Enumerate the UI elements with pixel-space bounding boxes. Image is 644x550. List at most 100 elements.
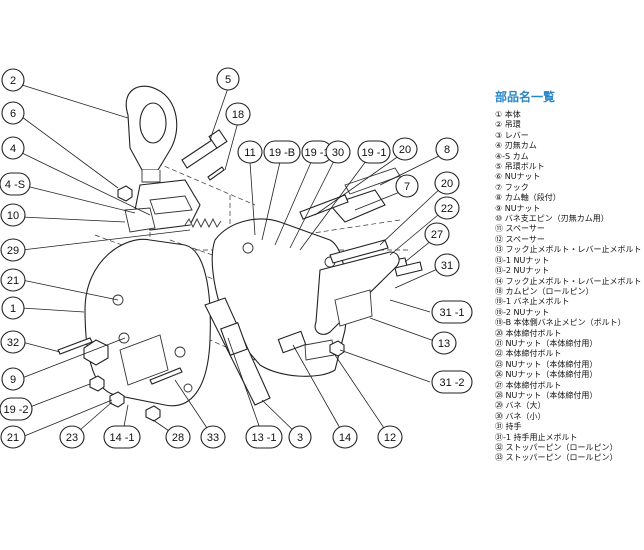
callout-3: 3	[288, 425, 312, 449]
callout-7: 7	[395, 174, 419, 198]
callout-6-label: 6	[10, 108, 16, 120]
callout-14-1-label: 14 -1	[109, 432, 134, 444]
callout-10: 10	[0, 203, 26, 227]
callout-8-label: 8	[444, 144, 450, 156]
parts-list-item: ㉚ バネ（小）	[495, 411, 546, 421]
callout-28-label: 28	[172, 432, 184, 444]
callout-21b-label: 21	[7, 432, 19, 444]
callout-23: 23	[59, 425, 85, 449]
parts-list-item: ⑭ フック止メボルト・レバー止メボルト	[495, 276, 642, 286]
parts-list-item: ⑧ カム軸（段付）	[495, 193, 561, 203]
callout-33-label: 33	[207, 432, 219, 444]
callout-13: 13	[431, 331, 457, 355]
callout-30: 30	[325, 140, 351, 164]
parts-list-item: ㉙ バネ（大）	[495, 401, 546, 411]
callout-4-label: 4	[10, 143, 16, 155]
parts-list-item: ③ レバー	[495, 130, 529, 140]
callout-31-1-label: 31 -1	[439, 307, 464, 319]
parts-list-item: ⑳ 本体締付ボルト	[495, 328, 562, 338]
callout-5: 5	[216, 67, 240, 91]
parts-list-item: ㉜ ストッパーピン（ロールピン）	[495, 443, 618, 452]
parts-list-item: ⑪ スペーサー	[495, 224, 545, 234]
parts-list-item: ㉛ 持手	[495, 422, 522, 432]
callout-23-label: 23	[66, 432, 78, 444]
parts-list-item: ⑫ スペーサー	[495, 234, 545, 244]
callout-12: 12	[377, 425, 403, 449]
callout-9: 9	[1, 367, 25, 391]
callout-27-label: 27	[431, 229, 443, 241]
parts-list-item: ㉓ NUナット（本体締付用）	[495, 359, 598, 369]
parts-list-item: ② 吊環	[495, 120, 521, 130]
callout-21a-label: 21	[7, 275, 19, 287]
callout-31-2: 31 -2	[431, 370, 473, 394]
callout-19-1a-label: 19 -1	[304, 147, 329, 159]
callout-31-2-label: 31 -2	[439, 377, 464, 389]
callout-20a: 20	[392, 137, 418, 161]
callouts: 2 5 6 18 11 19 -B 19 -1 30 19 -1 20 8 4 …	[0, 67, 473, 449]
callout-31-label: 31	[441, 260, 453, 272]
callout-6: 6	[1, 101, 25, 125]
part-nuts	[83, 185, 345, 422]
parts-list-item: ㉖ NUナット（本体締付用）	[495, 370, 598, 380]
callout-32-label: 32	[7, 337, 19, 349]
callout-22-label: 22	[441, 203, 453, 215]
callout-29-label: 29	[7, 245, 19, 257]
callout-14-1: 14 -1	[103, 425, 141, 449]
callout-13-1: 13 -1	[245, 425, 283, 449]
callout-19-1b: 19 -1	[357, 140, 391, 164]
parts-list-title: 部品名一覧	[495, 90, 556, 104]
callout-13-label: 13	[438, 338, 450, 350]
callout-19-2-label: 19 -2	[3, 404, 28, 416]
parts-list-item: ㉗ 本体締付ボルト	[495, 380, 562, 390]
callout-4s-label: 4 -S	[5, 179, 25, 191]
part-stopper-pins	[57, 337, 183, 385]
callout-4s: 4 -S	[0, 172, 31, 196]
part-ring-bolt	[181, 129, 228, 169]
callout-20a-label: 20	[399, 144, 411, 156]
parts-list-item: ㉝ ストッパーピン（ロールピン）	[495, 453, 618, 463]
callout-22: 22	[434, 196, 460, 220]
callout-33: 33	[200, 425, 226, 449]
parts-list-item: ⑲-1 バネ止メボルト	[495, 297, 570, 307]
parts-list-item: ⑬-2 NUナット	[495, 266, 550, 276]
callout-32: 32	[0, 330, 26, 354]
parts-list-item: ⑨ NUナット	[495, 203, 541, 213]
parts-list-item: ④ 刃無カム	[495, 141, 537, 151]
callout-2-label: 2	[10, 75, 16, 87]
parts-list-item: ㉑ NUナット（本体締付用）	[495, 338, 598, 348]
callout-1: 1	[1, 296, 25, 320]
part-ring	[125, 85, 178, 183]
parts-list-item: ㉛-1 持手用止メボルト	[495, 432, 578, 442]
callout-10-label: 10	[7, 210, 19, 222]
parts-list-item: ④-S カム	[495, 151, 529, 161]
callout-31-1: 31 -1	[431, 300, 473, 324]
parts-list-item: ⑲-2 NUナット	[495, 307, 550, 317]
callout-19b-label: 19 -B	[269, 147, 295, 159]
callout-4: 4	[1, 136, 25, 160]
part-cam-pin	[207, 166, 225, 181]
callout-31: 31	[434, 253, 460, 277]
callout-19-1b-label: 19 -1	[361, 147, 386, 159]
parts-list-item: ㉒ 本体締付ボルト	[495, 349, 562, 359]
parts-list-item: ⑬-1 NUナット	[495, 255, 550, 265]
callout-20b-label: 20	[441, 178, 453, 190]
callout-27: 27	[424, 222, 450, 246]
parts-list-item: ⑬ フック止メボルト・レバー止メボルト	[495, 245, 642, 255]
callout-20b: 20	[434, 171, 460, 195]
parts-list-item: ⑥ NUナット	[495, 172, 541, 182]
callout-5-label: 5	[225, 74, 231, 86]
callout-30-label: 30	[332, 147, 344, 159]
callout-3-label: 3	[297, 432, 303, 444]
parts-list-item: ① 本体	[495, 110, 521, 119]
part-spring	[184, 217, 222, 229]
callout-28: 28	[165, 425, 191, 449]
part-body-left-plate	[84, 238, 211, 407]
callout-8: 8	[435, 137, 459, 161]
part-spacers	[220, 322, 335, 361]
parts-list-item: ㉘ NUナット（本体締付用）	[495, 390, 598, 400]
callout-18-label: 18	[232, 109, 244, 121]
